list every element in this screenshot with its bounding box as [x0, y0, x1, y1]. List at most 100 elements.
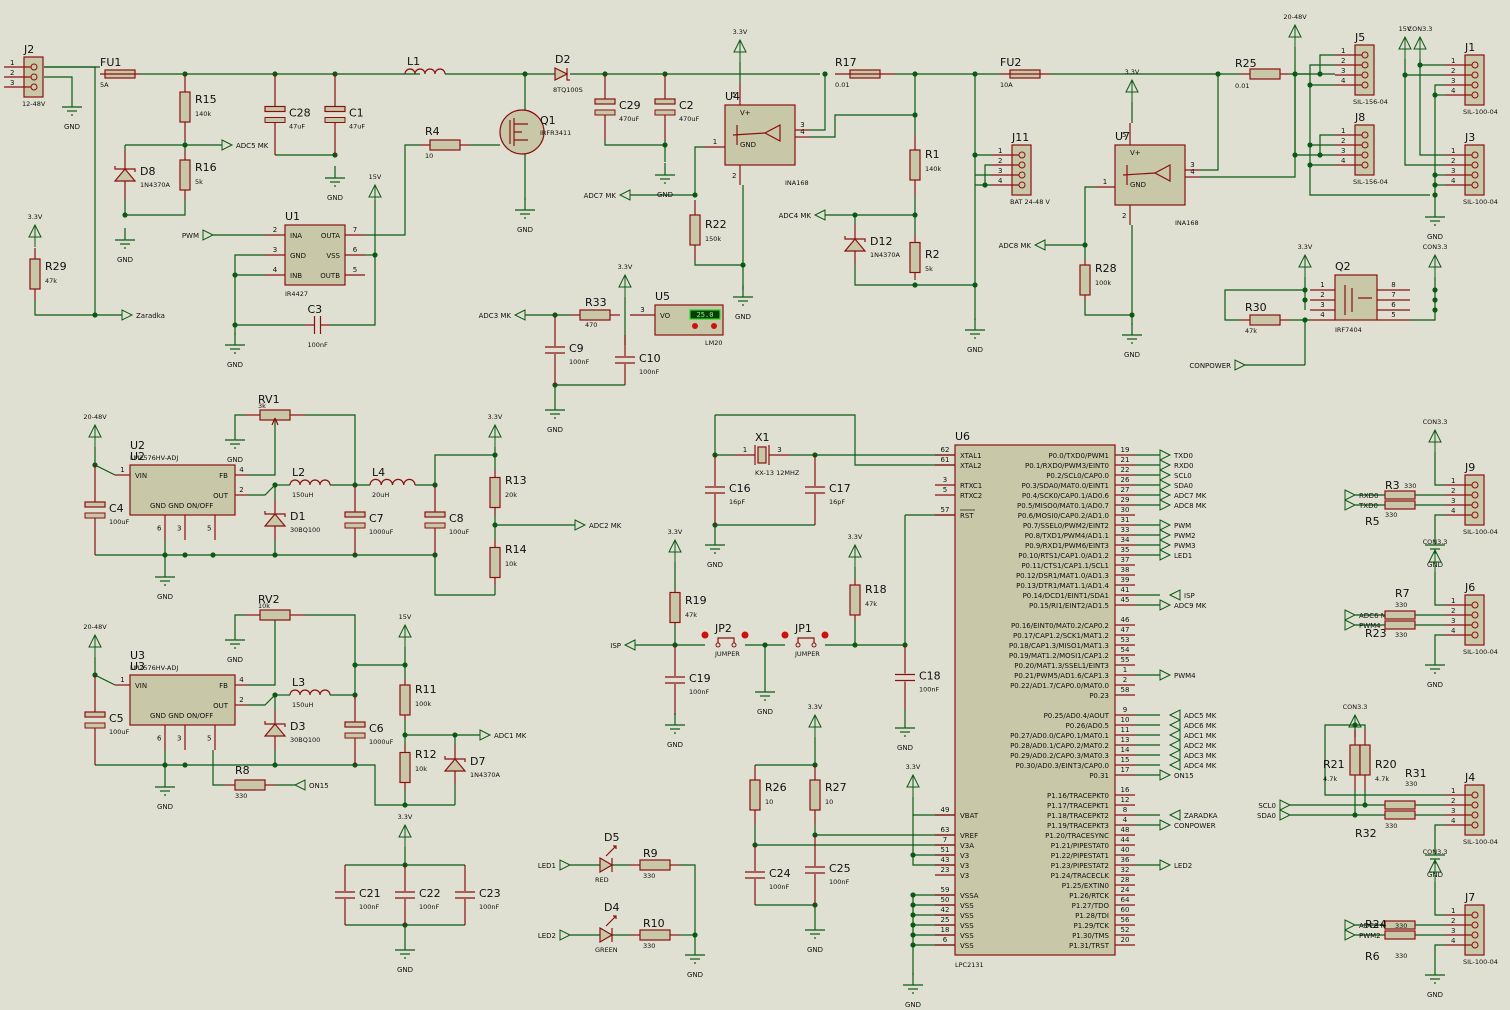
- net-terminal-adc5-mk: ADC5 MK: [221, 139, 269, 151]
- resistor-body: [234, 779, 266, 791]
- ref-label: R32: [1355, 827, 1377, 840]
- inductor-l1[interactable]: L1: [404, 55, 446, 75]
- ic-u6[interactable]: U6LPC213162XTAL161XTAL23RTXC15RTXC257RST…: [935, 430, 1135, 969]
- terminal-label: ON15: [1174, 772, 1194, 780]
- pin-number: 61: [941, 456, 950, 464]
- terminal-icon: [513, 309, 526, 321]
- pin-name: P0.7/SSEL0/PWM2/EINT2: [1023, 522, 1109, 530]
- ground-symbol: GND: [155, 775, 175, 811]
